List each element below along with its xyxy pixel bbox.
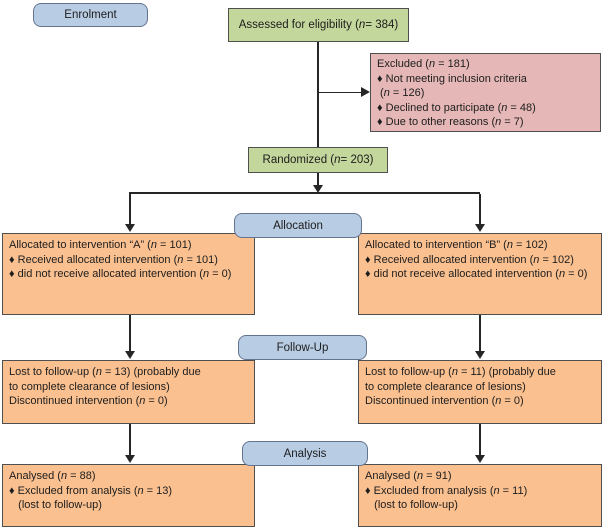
box-allocated-a: Allocated to intervention “A” (n = 101) … bbox=[2, 233, 255, 315]
connector-followup-b-to-analysis bbox=[479, 424, 481, 455]
connector-alloc-a-to-followup bbox=[129, 315, 131, 351]
excluded-item: ♦ Not meeting inclusion criteria bbox=[377, 72, 527, 85]
excluded-title: Excluded (n = 181) bbox=[377, 58, 470, 70]
followup-b-line: Discontinued intervention (n = 0) bbox=[365, 395, 524, 407]
box-excluded: Excluded (n = 181) ♦ Not meeting inclusi… bbox=[370, 53, 601, 132]
alloc-b-title: Allocated to intervention “B” (n = 102) bbox=[365, 239, 548, 251]
alloc-b-item: ♦ did not receive allocated intervention… bbox=[365, 268, 588, 280]
connector-randomized-to-split bbox=[317, 173, 319, 185]
analysis-b-item: ♦ Excluded from analysis (n = 11) bbox=[365, 484, 528, 497]
box-followup-b: Lost to follow-up (n = 11) (probably due… bbox=[358, 360, 602, 424]
followup-b-line: to complete clearance of lesions) bbox=[365, 380, 526, 393]
connector-split-to-alloc-a bbox=[129, 193, 131, 224]
followup-a-line: Discontinued intervention (n = 0) bbox=[9, 395, 168, 407]
stage-label-enrolment: Enrolment bbox=[33, 3, 148, 27]
arrowhead-alloc-b-icon bbox=[475, 224, 485, 232]
analysis-a-item: (lost to follow-up) bbox=[9, 499, 102, 511]
stage-label-followup: Follow-Up bbox=[238, 335, 367, 360]
analysis-b-title: Analysed (n = 91) bbox=[365, 470, 452, 482]
arrowhead-analysis-b-icon bbox=[475, 455, 485, 463]
followup-a-line: to complete clearance of lesions) bbox=[9, 380, 170, 393]
box-analysis-b: Analysed (n = 91) ♦ Excluded from analys… bbox=[358, 464, 602, 527]
connector-followup-a-to-analysis bbox=[129, 424, 131, 455]
excluded-item: (n = 126) bbox=[377, 87, 425, 99]
connector-split-to-alloc-b bbox=[479, 193, 481, 224]
box-randomized: Randomized (n = 203) bbox=[248, 147, 388, 173]
arrowhead-followup-a-icon bbox=[125, 351, 135, 359]
arrowhead-analysis-a-icon bbox=[125, 455, 135, 463]
arrowhead-excluded-icon bbox=[361, 87, 370, 97]
alloc-a-item: ♦ Received allocated intervention (n = 1… bbox=[9, 253, 218, 266]
box-assessed-eligibility: Assessed for eligibility (n = 384) bbox=[228, 8, 409, 42]
alloc-a-item: ♦ did not receive allocated intervention… bbox=[9, 268, 232, 280]
connector-excluded-branch bbox=[318, 91, 361, 93]
stage-label-analysis: Analysis bbox=[242, 441, 368, 466]
box-allocated-b: Allocated to intervention “B” (n = 102) … bbox=[358, 233, 602, 315]
arrowhead-alloc-a-icon bbox=[125, 224, 135, 232]
box-analysis-a: Analysed (n = 88) ♦ Excluded from analys… bbox=[2, 464, 255, 527]
alloc-b-item: ♦ Received allocated intervention (n = 1… bbox=[365, 253, 574, 266]
connector-alloc-b-to-followup bbox=[479, 315, 481, 351]
analysis-b-item: (lost to follow-up) bbox=[365, 499, 458, 511]
excluded-item: ♦ Due to other reasons (n = 7) bbox=[377, 116, 524, 128]
arrowhead-followup-b-icon bbox=[475, 351, 485, 359]
connector-assessed-to-randomized bbox=[317, 42, 319, 147]
stage-label-allocation: Allocation bbox=[234, 213, 362, 238]
alloc-a-title: Allocated to intervention “A” (n = 101) bbox=[9, 239, 192, 251]
followup-b-line: Lost to follow-up (n = 11) (probably due bbox=[365, 366, 556, 378]
box-followup-a: Lost to follow-up (n = 13) (probably due… bbox=[2, 360, 255, 424]
analysis-a-item: ♦ Excluded from analysis (n = 13) bbox=[9, 484, 173, 497]
arrowhead-split-icon bbox=[313, 184, 323, 193]
excluded-item: ♦ Declined to participate (n = 48) bbox=[377, 101, 536, 114]
analysis-a-title: Analysed (n = 88) bbox=[9, 470, 96, 482]
followup-a-line: Lost to follow-up (n = 13) (probably due bbox=[9, 366, 201, 378]
split-line bbox=[129, 192, 481, 194]
